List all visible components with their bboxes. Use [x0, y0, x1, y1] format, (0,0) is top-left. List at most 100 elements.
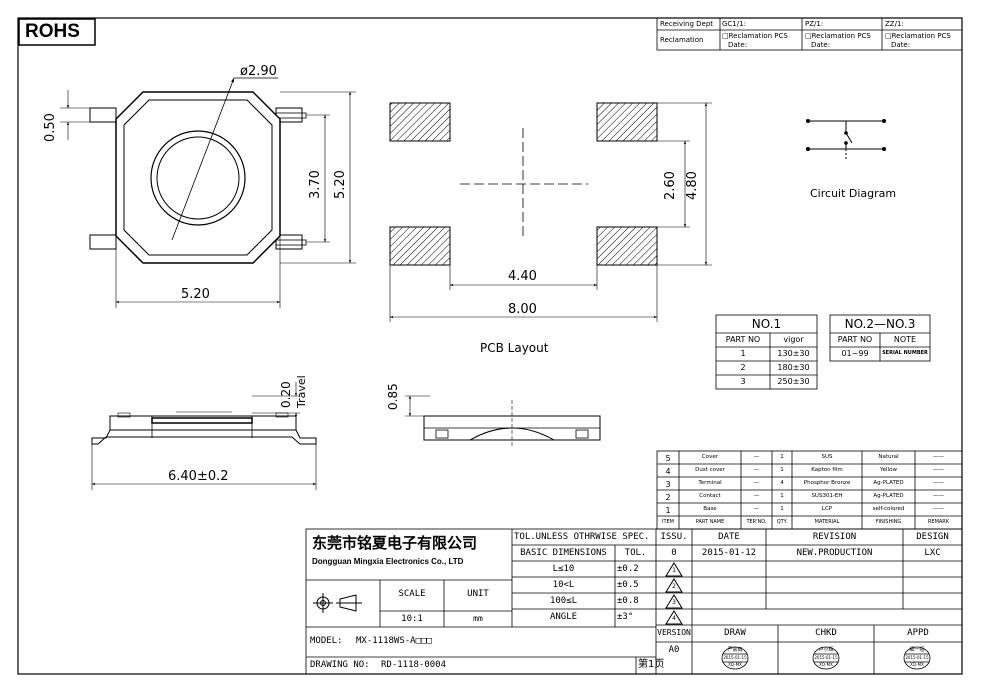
bom-cell: — [753, 506, 760, 512]
dim-480: 4.80 [685, 171, 700, 200]
drawing-no-value: RD-1118-0004 [381, 660, 447, 670]
tol-row2-value: ±0.5 [617, 580, 639, 590]
bom-cell: — [753, 493, 760, 499]
bom-cell: Contact [699, 493, 721, 499]
stamp1-top: 严会雨 [727, 647, 743, 653]
stamp3-bot: XQ-MX [910, 662, 924, 667]
company-name-en: Dongguan Mingxia Electronics Co., LTD [312, 557, 464, 566]
bom-cell: Cover [701, 454, 719, 460]
rev-issue: 0 [671, 548, 677, 558]
dim-520-vertical: 5.20 [333, 170, 348, 199]
dim-440: 4.40 [508, 269, 537, 284]
basic-dimensions: BASIC DIMENSIONS [520, 548, 607, 558]
dim-diameter: ø2.90 [240, 64, 277, 79]
no1-row2-vigor: 180±30 [777, 363, 810, 372]
no1-row2-part: 2 [740, 363, 746, 372]
no1-row1-vigor: 130±30 [777, 349, 810, 358]
bom-cell: Ag-PLATED [873, 493, 904, 499]
tri-label-1: 1 [672, 567, 676, 574]
bom-cell: self-colored [872, 506, 905, 512]
header-cell3-b: Date: [891, 41, 911, 49]
scale-label: SCALE [398, 589, 426, 599]
bom-cell: SUS [821, 454, 833, 460]
no2-row1-part: 01~99 [841, 349, 869, 358]
no1-header-partno: PART NO [725, 335, 761, 344]
bom-cell: 1 [780, 506, 784, 512]
no2-row1-note: SERIAL NUMBER [882, 350, 928, 356]
rev-description: NEW.PRODUCTION [796, 548, 873, 558]
rohs-box [18, 18, 96, 46]
bom-cell: 2 [665, 493, 671, 502]
bom-cell: 1 [780, 467, 784, 473]
bom-cell: — [753, 467, 760, 473]
no1-row1-part: 1 [740, 349, 746, 358]
stamp3-mid: 2015-01-15 [905, 655, 929, 660]
chkd-label: CHKD [815, 628, 837, 638]
header-reclamation: Reclamation [660, 36, 704, 44]
dim-800: 8.00 [508, 302, 537, 317]
bom-cell: Kapton film [811, 467, 843, 473]
header-cell1-a: □Reclamation PCS [722, 32, 788, 40]
date-header: DATE [718, 532, 740, 542]
tol-column-header: TOL. [624, 548, 647, 558]
tol-row1-value: ±0.2 [617, 564, 639, 574]
bom-cell: — [753, 454, 760, 460]
side-view-right [405, 395, 601, 446]
stamp1-mid: 2015-01-15 [723, 655, 747, 660]
bom-cell: Dust cover [695, 467, 725, 473]
tol-row3-range: 100≤L [549, 596, 578, 606]
dim-520-horizontal: 5.20 [181, 287, 210, 302]
model-label: MODEL: [310, 636, 343, 646]
bom-cell: 4 [665, 467, 671, 476]
bom-header-cell: FINISHING [875, 519, 902, 525]
bom-cell: —— [933, 467, 944, 473]
bom-cell: 1 [780, 454, 784, 460]
page-number: 第1页 [638, 659, 665, 670]
header-pz: PZ/1: [805, 20, 824, 28]
bom-cell: Terminal [698, 480, 722, 486]
stamp2-bot: XQ-MX [819, 662, 833, 667]
circuit-diagram [806, 119, 886, 160]
bom-cell: 1 [780, 493, 784, 499]
bom-cell: SUS301-EH [811, 493, 843, 499]
bom-cell: 4 [780, 480, 784, 486]
header-cell1-b: Date: [728, 41, 748, 49]
dim-050: 0.50 [43, 113, 58, 142]
header-cell3-a: □Reclamation PCS [885, 32, 951, 40]
projection-symbol-icon [313, 593, 362, 613]
bom-cell: Base [703, 506, 717, 512]
bom-cell: Natural [878, 454, 899, 460]
bom-cell: —— [933, 493, 944, 499]
bom-cell: — [753, 480, 760, 486]
no2-title: NO.2—NO.3 [844, 317, 916, 331]
dim-260: 2.60 [663, 171, 678, 200]
no1-title: NO.1 [751, 317, 782, 331]
header-cell2-a: □Reclamation PCS [805, 32, 871, 40]
tol-row2-range: 10<L [552, 580, 575, 590]
dim-370: 3.70 [308, 170, 323, 199]
title-block-grid [305, 528, 963, 675]
tol-title: TOL.UNLESS OTHRWISE SPEC. [514, 532, 650, 542]
issu-header: ISSU. [660, 532, 688, 542]
approval-stamps [721, 646, 931, 670]
tri-label-2: 2 [672, 583, 676, 590]
no2-header-partno: PART NO [837, 335, 873, 344]
stamp1-bot: XQ-MX [728, 662, 742, 667]
tol-row3-value: ±0.8 [617, 596, 639, 606]
unit-label: UNIT [467, 589, 489, 599]
header-zz: ZZ/1: [885, 20, 904, 28]
drawing-no-label: DRAWING NO: [310, 660, 370, 670]
header-block [656, 17, 963, 51]
scale-value: 10:1 [401, 614, 423, 624]
bom-cell: —— [933, 506, 944, 512]
dim-020: 0.20 [279, 381, 293, 408]
bom-cell: 5 [665, 454, 671, 463]
version-label: VERSION [657, 628, 691, 637]
top-view [60, 77, 356, 308]
unit-value: mm [473, 614, 483, 623]
bom-header-cell: PART NAME [695, 519, 725, 525]
tri-label-3: 3 [672, 599, 676, 606]
circuit-diagram-label: Circuit Diagram [810, 187, 897, 200]
no1-row3-part: 3 [740, 377, 746, 386]
